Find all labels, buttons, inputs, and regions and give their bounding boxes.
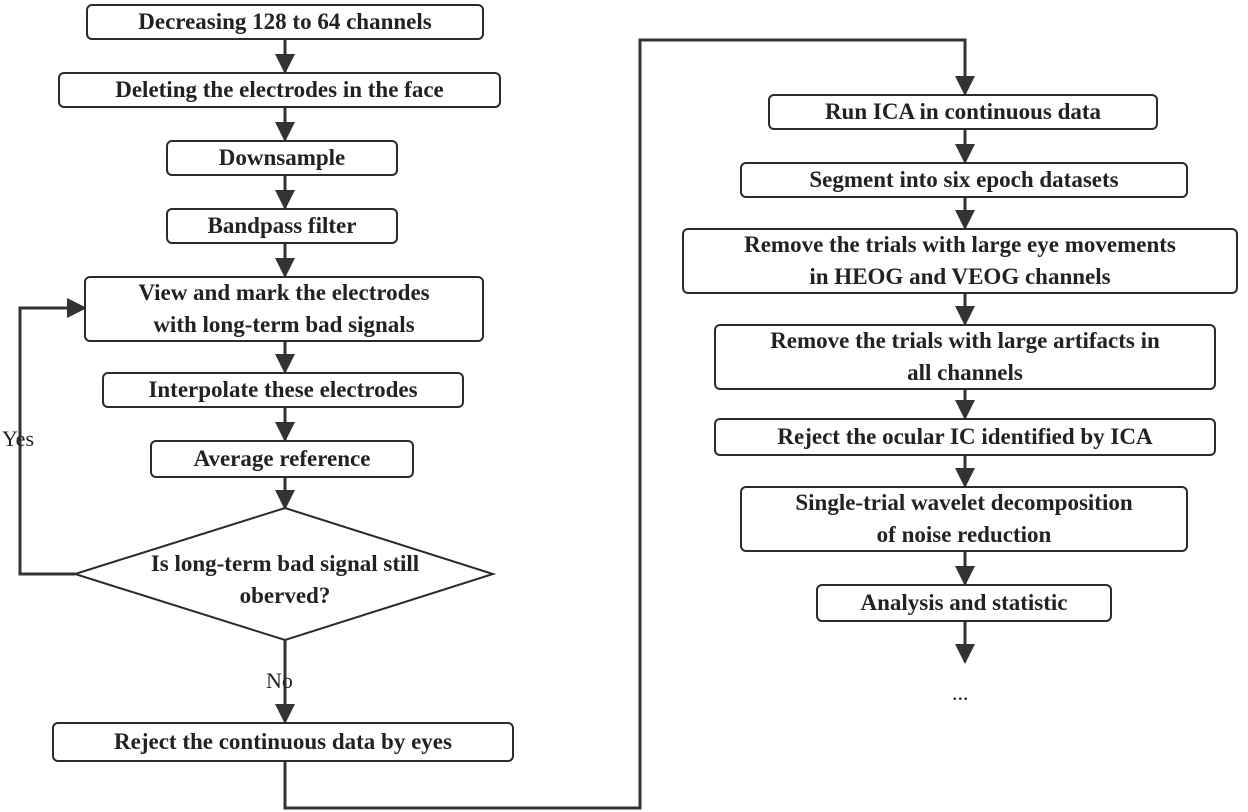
yes-label: Yes	[2, 426, 35, 451]
step-interpolate-electrodes: Interpolate these electrodes	[102, 372, 464, 408]
decision-diamond	[71, 506, 497, 642]
step-segment-epochs: Segment into six epoch datasets	[740, 162, 1188, 198]
step-wavelet-decomposition: Single-trial wavelet decomposition of no…	[740, 486, 1188, 552]
step-decrease-channels: Decreasing 128 to 64 channels	[86, 4, 484, 40]
yes-loop-line	[18, 298, 87, 576]
step-bandpass-filter: Bandpass filter	[166, 208, 398, 244]
no-label: No	[266, 668, 293, 693]
step-run-ica: Run ICA in continuous data	[768, 94, 1158, 130]
step-remove-eye-movements: Remove the trials with large eye movemen…	[682, 228, 1238, 294]
step-average-reference: Average reference	[150, 440, 414, 478]
step-delete-face-electrodes: Deleting the electrodes in the face	[58, 72, 501, 108]
step-analysis-statistic: Analysis and statistic	[816, 584, 1112, 622]
step-view-mark-electrodes: View and mark the electrodes with long-t…	[84, 276, 484, 342]
step-remove-artifacts: Remove the trials with large artifacts i…	[714, 324, 1216, 390]
step-downsample: Downsample	[166, 140, 398, 176]
step-reject-continuous-data: Reject the continuous data by eyes	[52, 722, 514, 762]
step-reject-ocular-ic: Reject the ocular IC identified by ICA	[714, 418, 1216, 456]
ellipsis-continuation: ...	[952, 680, 969, 705]
decision-text: Is long-term bad signal still oberved?	[150, 551, 420, 608]
connector-left-to-right	[283, 38, 975, 810]
